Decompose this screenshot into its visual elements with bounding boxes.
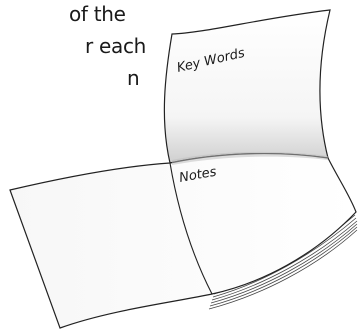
key-words-tab bbox=[163, 9, 331, 164]
notes-label: Notes bbox=[178, 165, 218, 186]
tab-shadow bbox=[172, 151, 328, 165]
body-text-line-3: n bbox=[127, 66, 140, 90]
body-text-line-1: of the bbox=[69, 2, 126, 26]
center-fold-line bbox=[169, 162, 213, 295]
notes-sheet bbox=[9, 152, 357, 329]
body-text-line-2: r each bbox=[85, 34, 147, 58]
